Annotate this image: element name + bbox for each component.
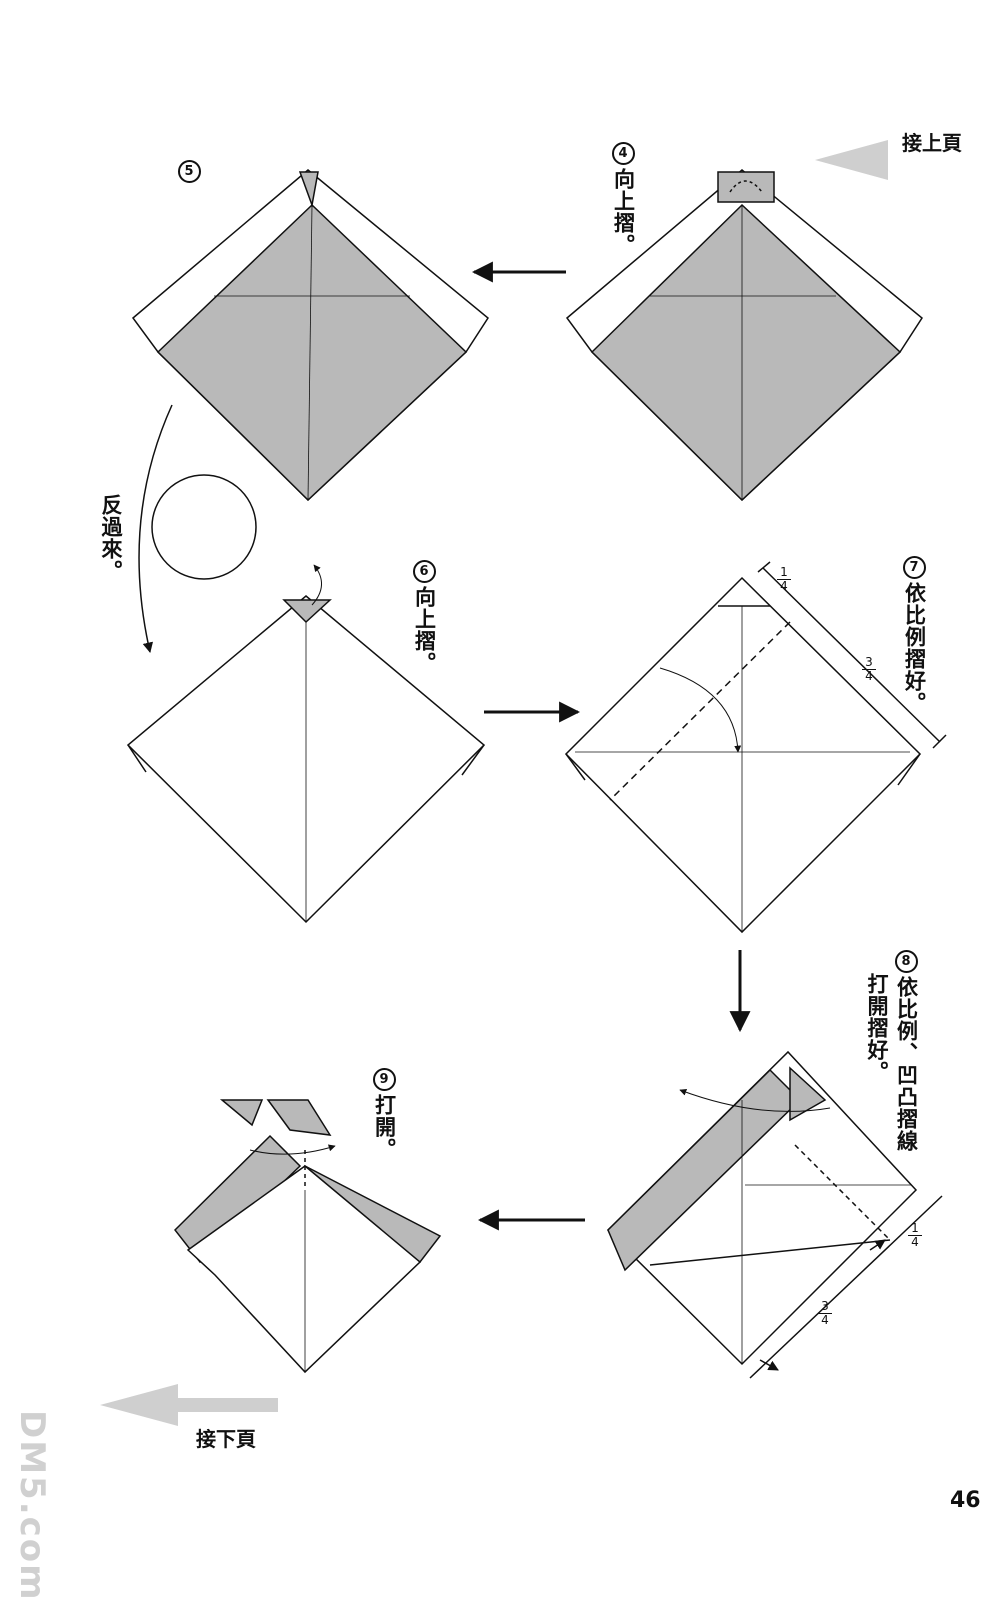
step9-instruction: 9打開。: [373, 1068, 397, 1160]
step7-number: 7: [903, 556, 926, 579]
step6-instruction: 6向上摺。: [413, 560, 437, 674]
step8-instruction-col2: 打開摺好。: [865, 973, 890, 1083]
step7-instruction: 7依比例摺好。: [903, 556, 927, 714]
step6-figure: [126, 564, 486, 924]
continue-from-arrow: [815, 140, 888, 180]
origami-diagram: [100, 140, 947, 1426]
step9-figure: [173, 1099, 442, 1374]
step7-figure: [564, 561, 947, 934]
step5-number-wrap: 5: [178, 160, 201, 186]
step4-instruction: 4向上摺。: [612, 142, 636, 256]
step8-number: 8: [895, 950, 918, 973]
step4-number: 4: [612, 142, 635, 165]
turn-over-symbol: [138, 404, 257, 654]
step5-number: 5: [178, 160, 201, 183]
continue-to-label: 接下頁: [196, 1427, 256, 1451]
step8-instruction-col1: 8依比例、凹凸摺線: [895, 950, 919, 1152]
step4-figure: [565, 169, 923, 502]
step9-number: 9: [373, 1068, 396, 1091]
page-number: 46: [950, 1488, 981, 1513]
continue-to-arrow: [100, 1384, 278, 1426]
step5-figure: [131, 169, 489, 502]
continue-from-label: 接上頁: [902, 131, 962, 155]
turn-over-label: 反過來。: [99, 494, 124, 582]
step8-figure: [606, 1050, 943, 1379]
step6-number: 6: [413, 560, 436, 583]
watermark-logo: DM5.com: [12, 1410, 52, 1602]
